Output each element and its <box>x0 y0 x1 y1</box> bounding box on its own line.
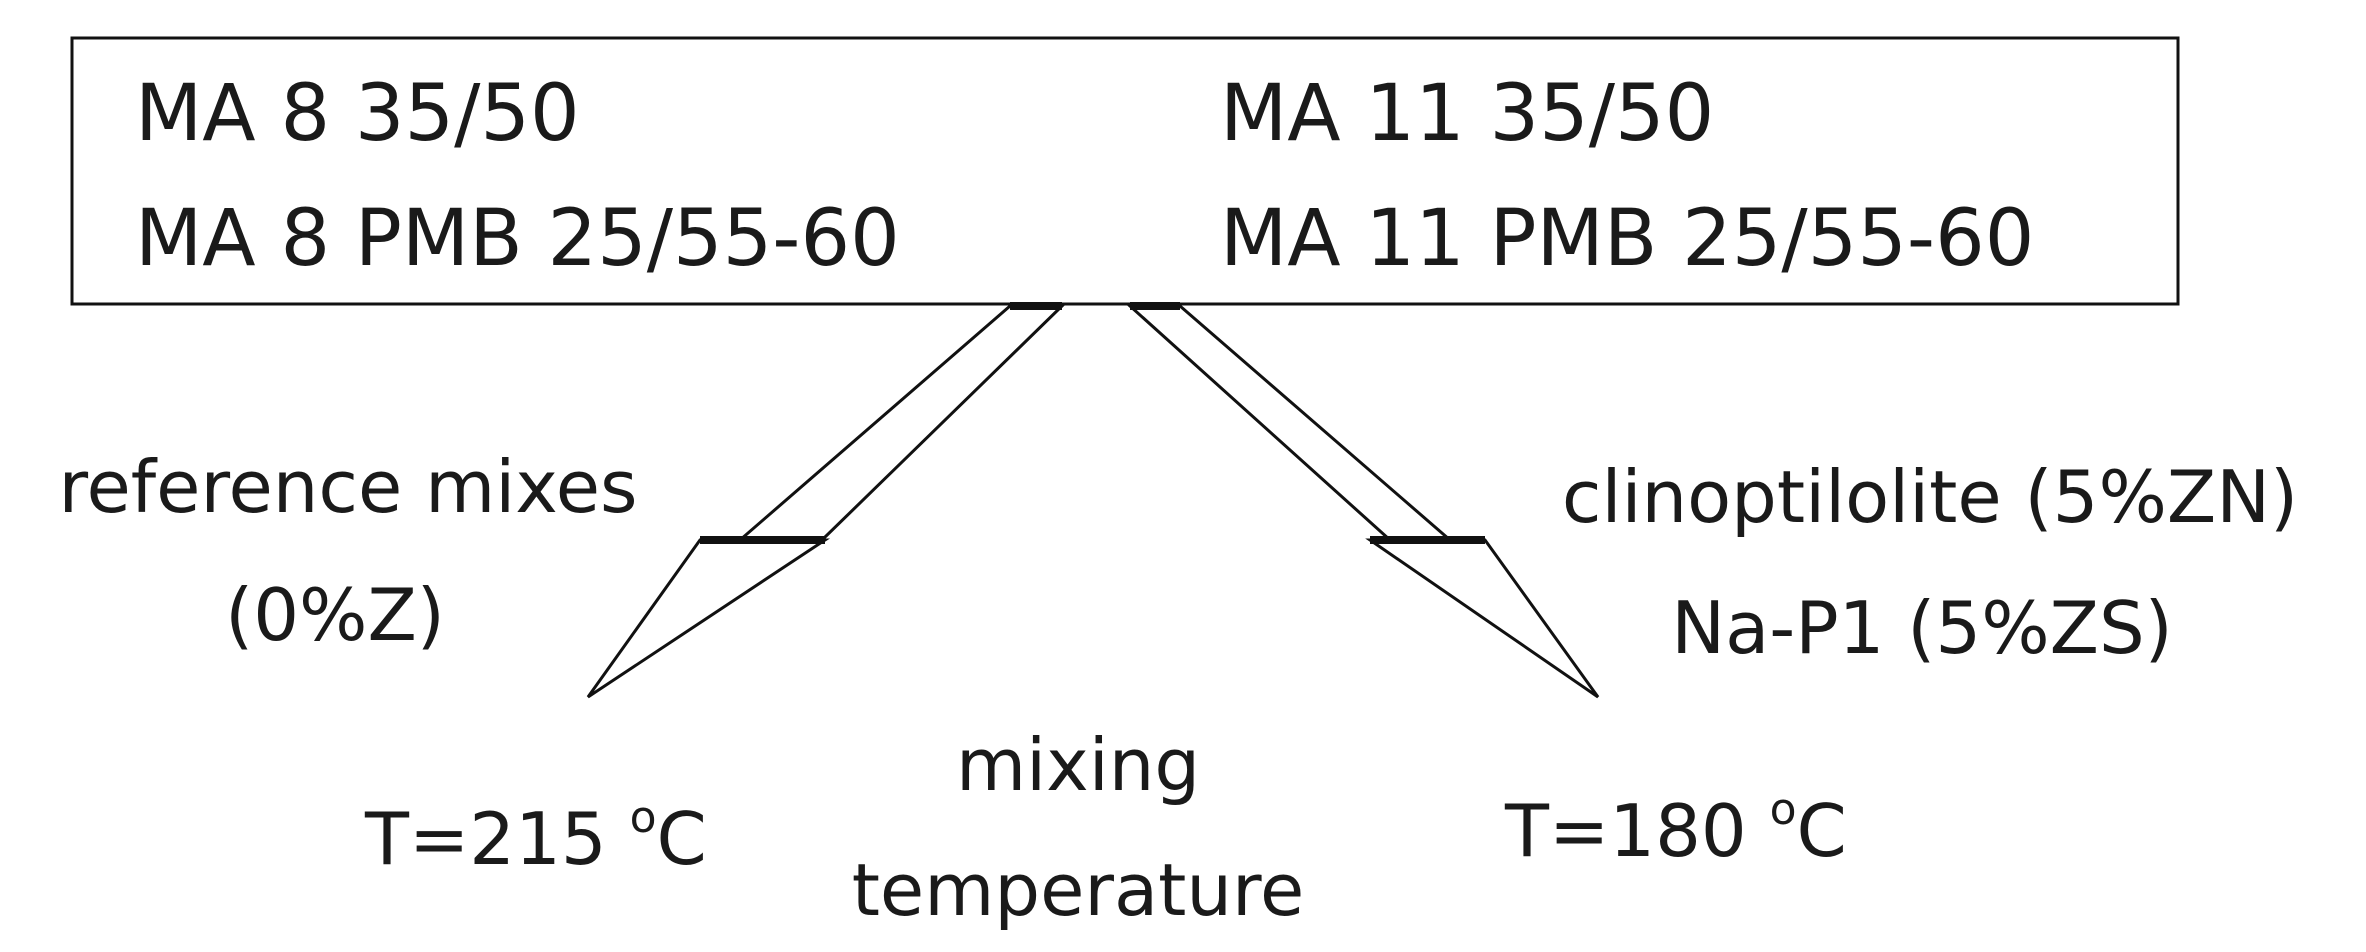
mix-left-2: MA 8 PMB 25/55-60 <box>135 194 900 284</box>
left-branch-label-2: (0%Z) <box>225 573 445 657</box>
right-temperature: T=180 oC <box>1504 784 1847 873</box>
right-temperature-unit: C <box>1797 789 1847 873</box>
right-temperature-degree: o <box>1770 784 1797 835</box>
mix-left-1: MA 8 35/50 <box>135 69 580 159</box>
mix-right-1: MA 11 35/50 <box>1220 69 1714 159</box>
right-arrow-head <box>1365 538 1600 699</box>
right-arrow <box>1126 302 1600 699</box>
left-temperature-value: T=215 <box>364 797 630 881</box>
left-temperature-unit: C <box>657 797 707 881</box>
right-branch-label-1: clinoptilolite (5%ZN) <box>1562 455 2298 539</box>
left-temperature-degree: o <box>630 792 657 843</box>
right-temperature-value: T=180 <box>1504 789 1770 873</box>
right-branch-label-2: Na-P1 (5%ZS) <box>1671 586 2173 670</box>
mix-right-2: MA 11 PMB 25/55-60 <box>1220 194 2034 284</box>
right-arrow-shaft <box>1126 304 1455 542</box>
mixing-temperature-line-1: mixing <box>956 723 1200 807</box>
mix-list-box <box>70 36 2180 306</box>
left-arrow-shaft <box>735 304 1066 542</box>
left-branch-label-1: reference mixes <box>58 445 637 529</box>
left-temperature: T=215 oC <box>364 792 707 881</box>
left-arrow-head <box>586 538 830 699</box>
left-arrow <box>586 302 1066 699</box>
mixing-temperature-line-2: temperature <box>852 848 1305 932</box>
